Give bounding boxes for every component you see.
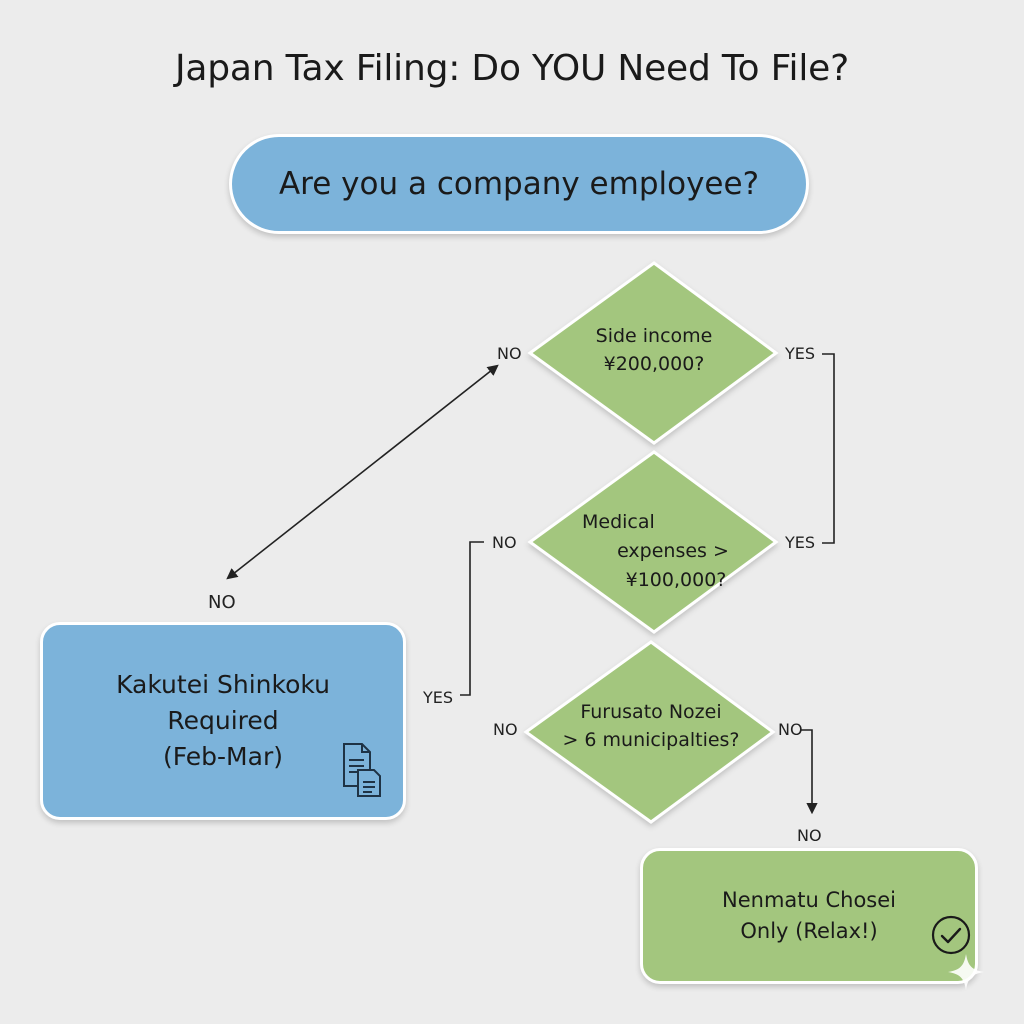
connector-yes-bracket bbox=[822, 353, 835, 544]
label-side-income-no: NO bbox=[497, 344, 522, 363]
relax-line2: Only (Relax!) bbox=[740, 919, 878, 943]
medical-line3: ¥100,000? bbox=[625, 569, 727, 591]
medical-line2: expenses > bbox=[617, 540, 729, 562]
medical-line1: Medical bbox=[582, 511, 655, 533]
furusato-line2: > 6 municipalties? bbox=[562, 729, 740, 751]
outcome-relax: Nenmatu Chosei Only (Relax!) bbox=[640, 848, 978, 984]
connector-medical-no-bracket bbox=[460, 541, 484, 696]
arrow-no-side-income-to-required bbox=[226, 364, 499, 580]
page-title: Japan Tax Filing: Do YOU Need To File? bbox=[175, 48, 849, 89]
side-income-text: Side income ¥200,000? bbox=[564, 322, 744, 378]
furusato-line1: Furusato Nozei bbox=[580, 701, 722, 723]
label-furusato-no-left: NO bbox=[493, 720, 518, 739]
medical-text: Medical expenses > ¥100,000? bbox=[570, 508, 750, 595]
start-question: Are you a company employee? bbox=[229, 134, 809, 234]
check-circle-icon bbox=[931, 915, 971, 955]
label-loop-yes: YES bbox=[423, 688, 454, 707]
required-line1: Kakutei Shinkoku bbox=[116, 670, 330, 699]
start-question-label: Are you a company employee? bbox=[278, 166, 760, 202]
decision-furusato-nozei bbox=[523, 640, 776, 824]
relax-line1: Nenmatu Chosei bbox=[722, 888, 896, 912]
sparkle-icon bbox=[948, 954, 984, 990]
required-line3: (Feb-Mar) bbox=[163, 742, 283, 771]
label-furusato-no-right: NO bbox=[778, 720, 803, 739]
decision-side-income bbox=[527, 261, 779, 445]
label-side-income-yes: YES bbox=[785, 344, 816, 363]
label-relax-no: NO bbox=[797, 826, 822, 845]
label-arrow-no: NO bbox=[208, 592, 236, 613]
side-income-line2: ¥200,000? bbox=[603, 353, 705, 375]
label-medical-yes: YES bbox=[785, 533, 816, 552]
furusato-text: Furusato Nozei > 6 municipalties? bbox=[546, 698, 756, 754]
document-icon bbox=[343, 743, 381, 797]
decision-medical-expenses bbox=[527, 450, 779, 634]
side-income-line1: Side income bbox=[595, 325, 713, 347]
arrow-furusato-no-to-relax bbox=[801, 729, 818, 815]
label-medical-no: NO bbox=[492, 533, 517, 552]
required-line2: Required bbox=[167, 706, 279, 735]
